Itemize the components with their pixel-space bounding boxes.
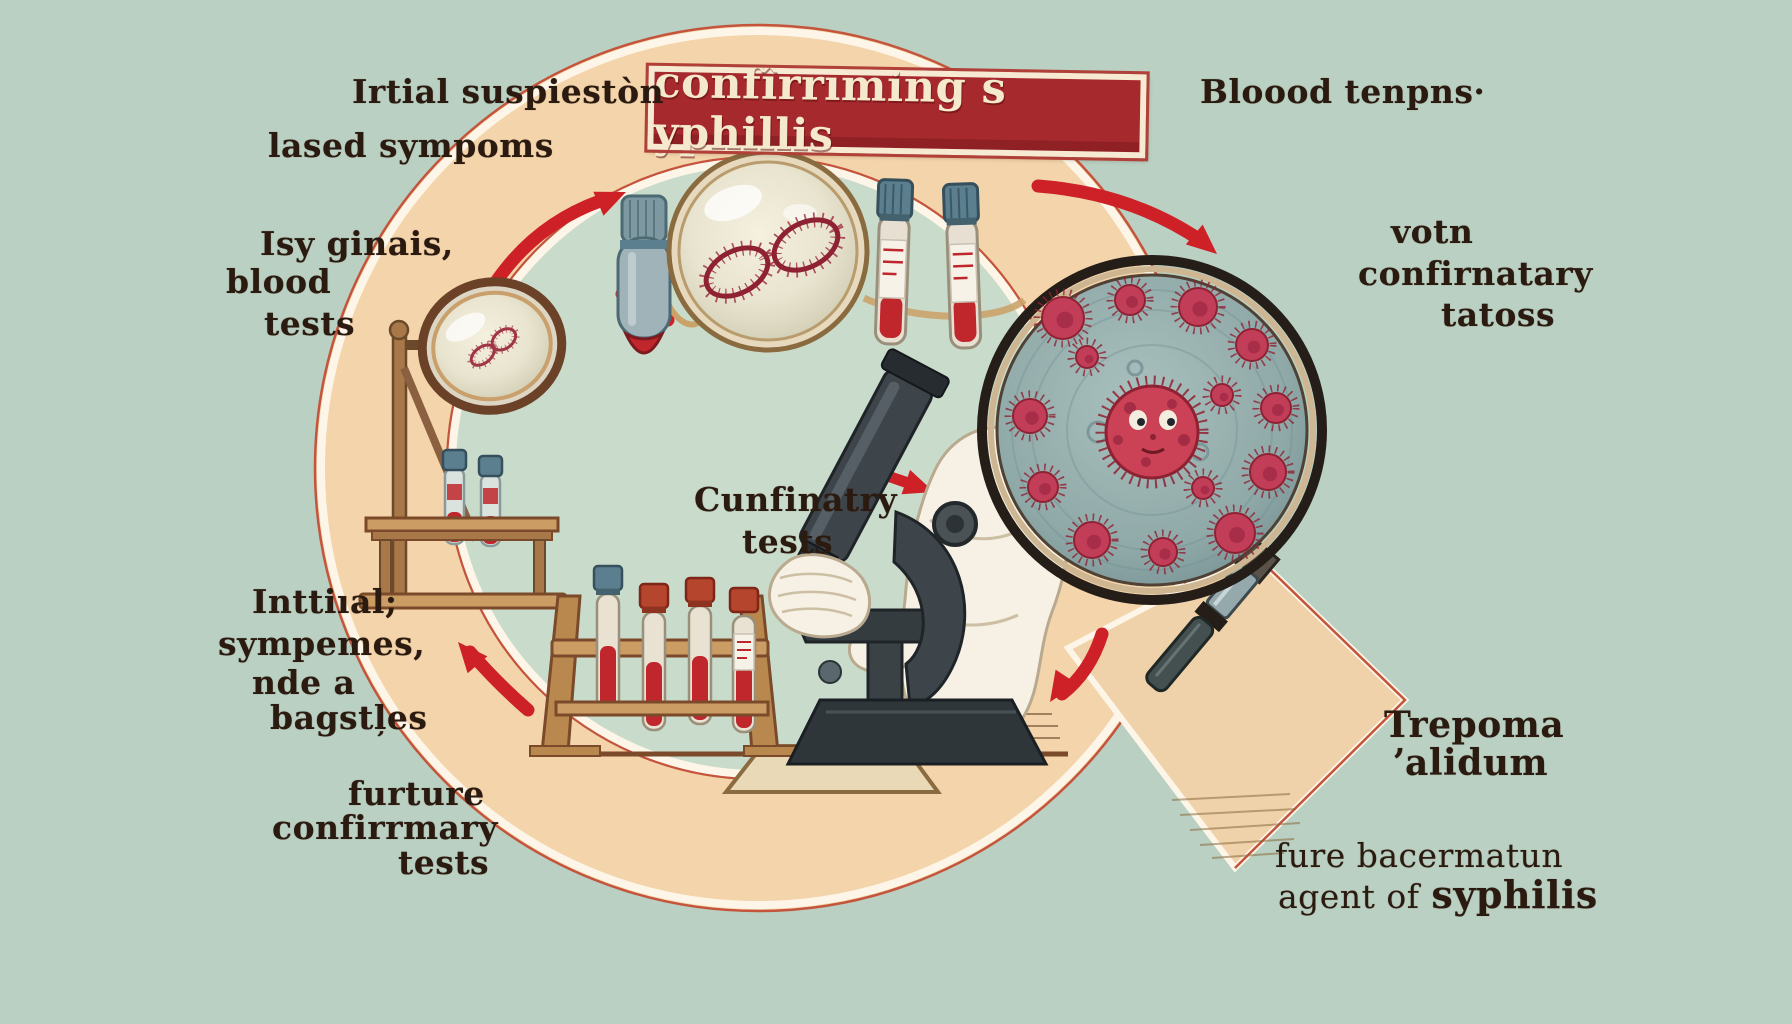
petri-dish-icon: [666, 149, 870, 353]
label-initial-symptoms-line2: sympemes,: [218, 624, 426, 663]
blood-tube-icon: [873, 178, 915, 346]
label-agent-of: agent of: [1278, 877, 1420, 916]
label-treponema-line2: ʼalidum: [1392, 742, 1549, 784]
blood-tubes-icon: [862, 178, 1027, 350]
label-future-confirmatory-line1: furture: [348, 774, 485, 813]
label-left-tests-line3: tests: [264, 304, 356, 343]
label-initial-symptoms-line4: bagstļes: [270, 698, 428, 737]
label-left-tests-line1: Isy ginais,: [260, 224, 454, 263]
blood-tube-icon: [941, 182, 983, 350]
microscope-base: [785, 698, 1049, 766]
microscope-tube: [789, 348, 950, 598]
treponema-cells-icon: [1004, 276, 1300, 575]
label-blood-tests-top: Bloood tenpns·: [1200, 72, 1486, 111]
label-treponema-line1: Trepoma: [1384, 704, 1565, 746]
label-right-confirmatory-line1: votn: [1391, 212, 1474, 251]
title-banner: confîrrıming s yphillis: [644, 58, 1150, 162]
label-future-confirmatory-line2: confirrmary: [272, 808, 498, 847]
microscope-arm: [892, 509, 967, 708]
label-initial-suspicion: Irtial suspiestòn: [352, 72, 665, 111]
page-title: confîrrıming s yphillis: [653, 57, 1007, 161]
spirochete-icon: [698, 212, 846, 304]
label-left-tests-line2: blood: [226, 262, 332, 301]
treponema-face-cell-icon: [1095, 375, 1209, 489]
label-initial-symptoms-line3: nde a: [252, 663, 356, 702]
label-right-confirmatory-line2: confirnatary: [1358, 254, 1593, 293]
arrow-up-left-icon: [458, 642, 535, 717]
microscope-mirror: [818, 660, 842, 684]
label-causative-agent-line1: fure bacermatun: [1275, 836, 1564, 875]
stand-magnifier-lens: [417, 277, 567, 415]
label-center-confirmatory-line1: Cunfinatry: [694, 480, 898, 519]
label-causative-agent-line2: agent of syphilis: [1278, 872, 1598, 917]
arrow-down-right-icon: [1031, 179, 1217, 254]
treponema-magnifier-icon: [977, 255, 1327, 693]
sample-tube-icon: [616, 194, 711, 355]
tube-red-tip: [622, 330, 666, 355]
mini-spirochete-icon: [467, 324, 520, 370]
arrow-down-left-icon: [1050, 627, 1109, 702]
label-based-symptoms: lased sympoms: [268, 126, 554, 165]
label-syphilis-bold: syphilis: [1431, 872, 1598, 917]
label-initial-symptoms-line1: Inttiıal;: [252, 582, 398, 621]
test-tube-rack-icon: [529, 564, 815, 757]
label-future-confirmatory-line3: tests: [398, 843, 490, 882]
magnifier-on-stand-icon: [358, 277, 568, 610]
label-center-confirmatory-line2: tests: [742, 522, 834, 561]
label-right-confirmatory-line3: tatoss: [1441, 295, 1556, 334]
